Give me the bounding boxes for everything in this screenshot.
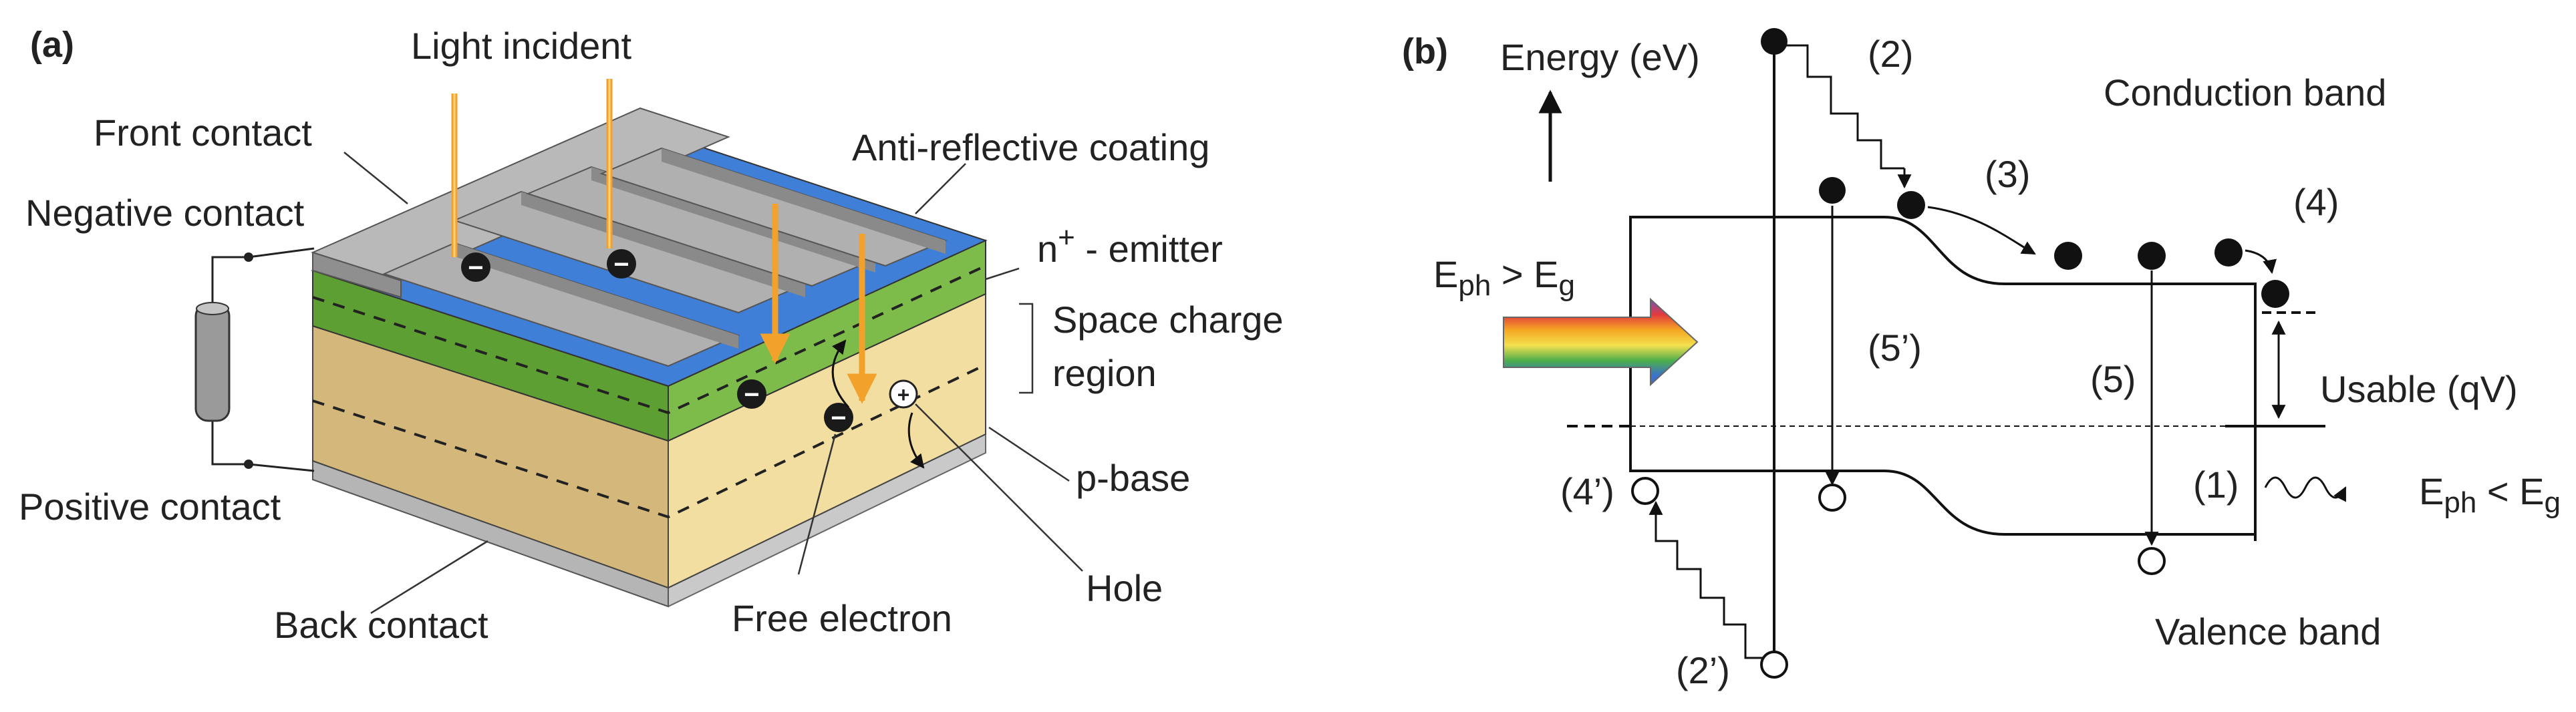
conduction-band-edge (1629, 216, 2257, 541)
panel-a: (a) (19, 25, 1284, 646)
label-back-contact: Back contact (274, 604, 488, 646)
photon-arrow (1503, 297, 1699, 387)
label-anti-reflective: Anti-reflective coating (852, 126, 1209, 168)
label-usable: Usable (qV) (2320, 368, 2518, 410)
label-step-5: (5) (2090, 358, 2136, 400)
label-step-5-prime: (5’) (1868, 327, 1922, 369)
label-hole: Hole (1086, 567, 1163, 609)
svg-text:−: − (468, 253, 483, 283)
hot-hole (1760, 651, 1788, 679)
label-conduction-band: Conduction band (2104, 71, 2386, 114)
label-emitter: n+ - emitter (1037, 221, 1223, 270)
label-eph-gt-eg: Eph > Eg (1433, 253, 1575, 302)
label-negative-contact: Negative contact (25, 192, 305, 234)
electron-3: − (737, 379, 766, 409)
label-step-2-prime: (2’) (1676, 649, 1730, 691)
electron-drift-arrow (831, 339, 850, 409)
label-step-4: (4) (2293, 181, 2339, 223)
svg-text:−: − (831, 403, 846, 433)
label-p-base: p-base (1076, 457, 1190, 499)
label-step-1: (1) (2193, 464, 2239, 506)
label-energy: Energy (eV) (1500, 36, 1700, 78)
p-base-dashed-line (312, 363, 986, 519)
label-eph-lt-eg: Eph < Eg (2419, 470, 2561, 519)
panel-b: (b) Energy (eV) Conduction band Valence … (1402, 28, 2561, 691)
panel-a-tag: (a) (30, 25, 74, 65)
label-front-contact: Front contact (94, 112, 312, 154)
svg-text:+: + (897, 383, 910, 407)
hot-electron (1761, 28, 1787, 55)
svg-text:−: − (744, 380, 759, 409)
transmitted-photon-wave (2264, 476, 2347, 502)
panel-b-tag: (b) (1402, 31, 1448, 71)
label-positive-contact: Positive contact (19, 486, 281, 528)
hole: + (889, 379, 918, 409)
external-circuit (194, 247, 315, 472)
hole-drift-arrow (907, 412, 925, 469)
electron-1: − (461, 252, 490, 283)
label-step-3: (3) (1985, 153, 2030, 195)
light-rays (451, 79, 877, 404)
label-step-4-prime: (4’) (1560, 470, 1614, 512)
free-electron: − (824, 403, 853, 433)
label-step-2: (2) (1868, 33, 1913, 75)
label-space-charge-1: Space charge (1052, 299, 1284, 341)
label-light-incident: Light incident (411, 25, 631, 67)
electron-2: − (607, 249, 636, 279)
valence-band-edge (1629, 468, 2255, 536)
svg-text:−: − (613, 250, 629, 279)
emitter-dashed-line (312, 264, 986, 415)
label-free-electron: Free electron (732, 597, 952, 639)
load-resistor (194, 303, 231, 422)
label-space-charge-2: region (1052, 352, 1157, 394)
label-valence-band: Valence band (2155, 610, 2381, 653)
